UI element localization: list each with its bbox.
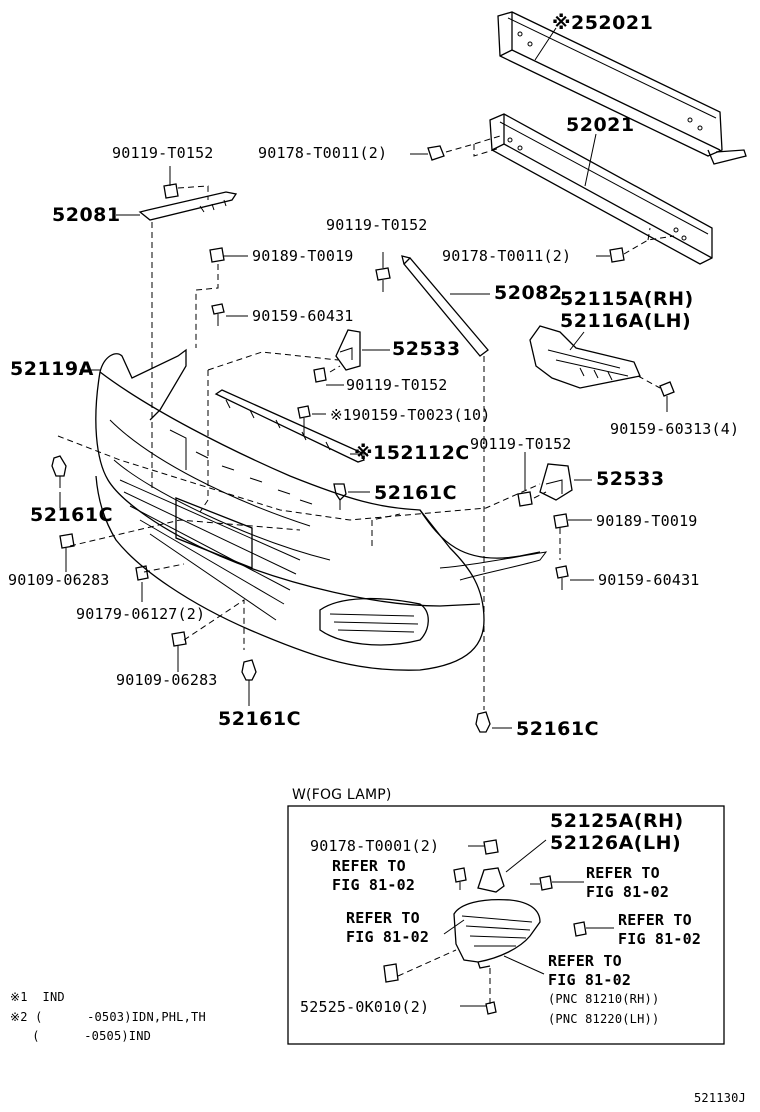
label-52161c-mid: 52161C xyxy=(374,482,458,504)
label-90178-upper: 90178-T0011(2) xyxy=(258,144,388,162)
label-52115a: 52115A(RH) xyxy=(560,288,694,310)
inset-title: W(FOG LAMP) xyxy=(292,787,392,803)
label-90159-60313: 90159-60313(4) xyxy=(610,420,740,438)
bracket-52081 xyxy=(116,166,238,490)
pnc-label-rh: (PNC 81210(RH)) xyxy=(548,992,660,1006)
label-90179: 90179-06127(2) xyxy=(76,605,206,623)
bumper-cover-52119a xyxy=(80,348,548,671)
refer-label-4b: FIG 81-02 xyxy=(618,930,702,948)
label-90189-a: 90189-T0019 xyxy=(252,247,354,265)
note-1: ※1 IND xyxy=(10,990,65,1004)
nut-90179 xyxy=(135,565,149,602)
bolt-90109-lower xyxy=(171,631,187,672)
label-52021-lower: 52021 xyxy=(566,114,635,136)
label-90119-a: 90119-T0152 xyxy=(112,144,214,162)
label-90119-b: 90119-T0152 xyxy=(326,216,428,234)
label-52119a: 52119A xyxy=(10,358,94,380)
label-52082: 52082 xyxy=(494,282,563,304)
refer-label-2b: FIG 81-02 xyxy=(586,883,670,901)
refer-label-3b: FIG 81-02 xyxy=(346,928,430,946)
label-52533-lower: 52533 xyxy=(596,468,665,490)
label-90189-b: 90189-T0019 xyxy=(596,512,698,530)
refer-label-3a: REFER TO xyxy=(346,909,420,927)
label-90119-d: 90119-T0152 xyxy=(470,435,572,453)
note-2: ※2 ( -0503)IDN,PHL,TH xyxy=(10,1010,206,1024)
label-52081: 52081 xyxy=(52,204,121,226)
refer-label-2a: REFER TO xyxy=(586,864,660,882)
label-90159-t0023: ※190159-T0023(10) xyxy=(330,406,491,424)
nut-90178-upper xyxy=(410,135,501,161)
retainer-52112c xyxy=(214,389,368,463)
label-52021-upper: ※252021 xyxy=(552,12,654,34)
fog-lamp-inset xyxy=(287,805,725,1045)
label-52533-upper: 52533 xyxy=(392,338,461,360)
refer-label-5b: FIG 81-02 xyxy=(548,971,632,989)
fasteners-right xyxy=(553,513,594,590)
bolt-90109-left xyxy=(59,533,75,572)
label-52161c-lower: 52161C xyxy=(218,708,302,730)
label-52116a: 52116A(LH) xyxy=(560,310,692,332)
label-52161c-right: 52161C xyxy=(516,718,600,740)
bracket-52533-lower xyxy=(517,452,592,507)
label-90178-lower: 90178-T0011(2) xyxy=(442,247,572,265)
reinforcement-upper xyxy=(497,11,747,165)
refer-label-1b: FIG 81-02 xyxy=(332,876,416,894)
side-retainer-52115 xyxy=(529,325,675,412)
label-52525: 52525-0K010(2) xyxy=(300,998,430,1016)
clip-52161c-mid xyxy=(333,483,370,510)
nut-90178-lower xyxy=(596,227,675,263)
pnc-label-lh: (PNC 81220(LH)) xyxy=(548,1012,660,1026)
label-90119-c: 90119-T0152 xyxy=(346,376,448,394)
label-52161c-left: 52161C xyxy=(30,504,114,526)
label-90109-left: 90109-06283 xyxy=(8,571,110,589)
bracket-52533-upper xyxy=(313,329,390,386)
reinforcement-lower xyxy=(489,113,713,265)
label-90159-a: 90159-60431 xyxy=(252,307,354,325)
refer-label-4a: REFER TO xyxy=(618,911,692,929)
clip-52161c-lower xyxy=(241,659,257,706)
label-90178-t0001: 90178-T0001(2) xyxy=(310,837,440,855)
clip-52161c-right xyxy=(475,711,512,733)
stay-52082 xyxy=(375,252,490,710)
refer-label-5a: REFER TO xyxy=(548,952,622,970)
clip-52161c-left xyxy=(51,455,67,508)
label-90109-lower: 90109-06283 xyxy=(116,671,218,689)
label-52125a: 52125A(RH) xyxy=(550,810,684,832)
label-90159-b: 90159-60431 xyxy=(598,571,700,589)
diagram-code: 521130J xyxy=(694,1091,746,1105)
fasteners-left-column xyxy=(195,247,248,348)
label-52112c: ※152112C xyxy=(354,442,470,464)
refer-label-1a: REFER TO xyxy=(332,857,406,875)
note-3: ( -0505)IND xyxy=(10,1029,152,1043)
label-52126a: 52126A(LH) xyxy=(550,832,682,854)
